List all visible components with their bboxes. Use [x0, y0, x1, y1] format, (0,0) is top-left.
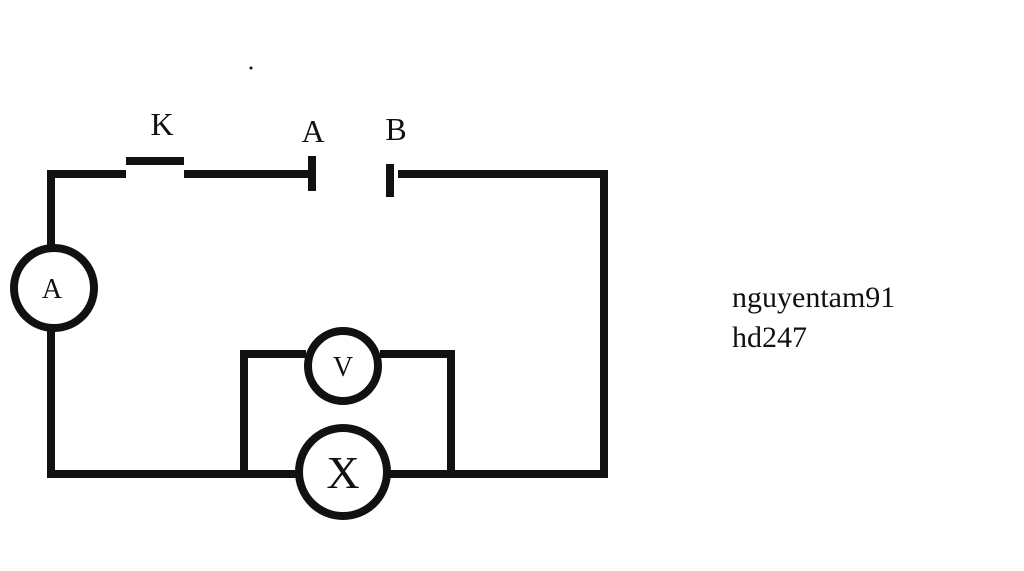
voltmeter-label: V [333, 352, 353, 383]
terminal-b-label: B [385, 111, 406, 147]
element-x-label: X [326, 447, 359, 498]
stray-dot [249, 66, 253, 70]
ammeter-circle [10, 244, 98, 332]
watermark-line-2: hd247 [732, 321, 807, 354]
voltmeter-circle [304, 327, 382, 405]
watermark-line-1: nguyentam91 [732, 281, 896, 314]
terminal-a-label: A [301, 113, 324, 149]
element-x-circle [295, 424, 391, 520]
switch-label: K [150, 106, 173, 142]
ammeter-label: A [42, 274, 63, 305]
